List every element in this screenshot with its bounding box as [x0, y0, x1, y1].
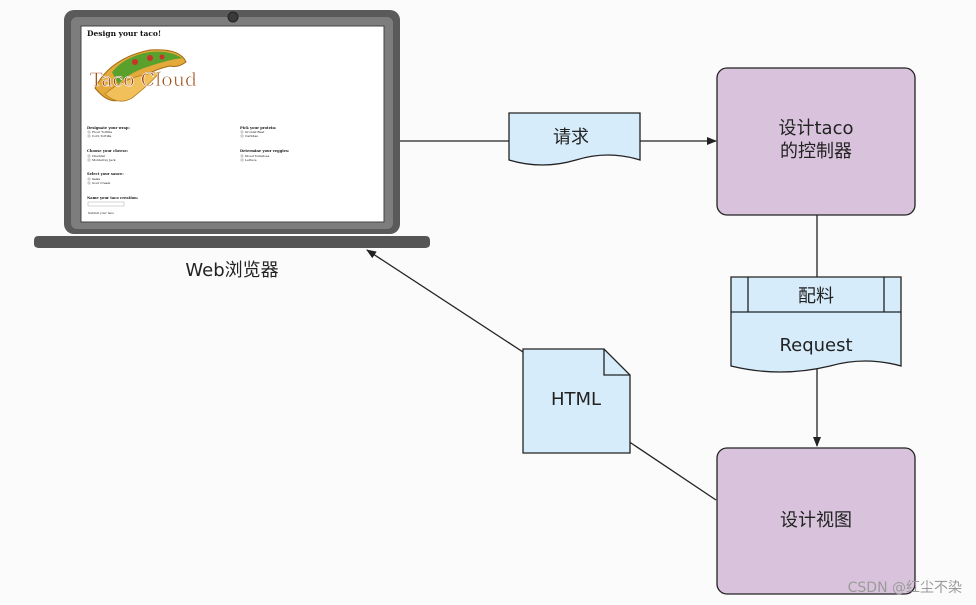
protein-checkbox[interactable] [240, 134, 244, 138]
logo-text: Taco Cloud [90, 69, 197, 91]
taco-form-page: Design your taco! Taco Cloud Designate y… [87, 29, 289, 215]
form-title: Design your taco! [87, 29, 161, 38]
wrap-option: Corn Tortilla [92, 134, 112, 138]
view-box: 设计视图 [716, 447, 916, 595]
controller-label-line2: 的控制器 [780, 141, 852, 162]
wrap-option: Flour Tortilla [92, 130, 112, 134]
html-doc-label: HTML [551, 389, 601, 410]
controller-box-shape [716, 67, 916, 216]
taco-lettuce [112, 51, 182, 84]
protein-heading: Pick your protein: [240, 126, 276, 130]
wrap-checkbox[interactable] [87, 130, 91, 134]
protein-option: Ground Beef [245, 130, 265, 134]
sauce-option: Sour Cream [92, 181, 110, 185]
taco-cloud-logo: Taco Cloud [90, 49, 197, 102]
webcam-icon [227, 11, 239, 23]
ingredients-model: 配料 Request [730, 276, 902, 373]
taco-tomato [147, 55, 153, 61]
browser-screen [80, 25, 385, 223]
html-doc-shape [522, 348, 631, 454]
view-label: 设计视图 [780, 510, 852, 531]
cheese-heading: Choose your cheese: [87, 149, 128, 153]
submit-button[interactable]: Submit your taco [88, 211, 114, 215]
laptop-base [34, 236, 430, 248]
request-doc-shape [508, 112, 641, 166]
taco-name-input[interactable] [87, 201, 125, 207]
wrap-checkbox[interactable] [87, 134, 91, 138]
sauce-checkbox[interactable] [87, 181, 91, 185]
taco-inner [104, 71, 161, 102]
request-document: 请求 [508, 112, 641, 166]
browser-label: Web浏览器 [185, 260, 278, 281]
controller-label-line1: 设计taco [779, 118, 854, 139]
html-document: HTML [522, 348, 631, 454]
watermark: CSDN @红尘不染 [847, 580, 962, 596]
connector-view-to-html [627, 440, 717, 501]
cheese-option: Cheddar [92, 154, 106, 158]
ingredients-doc-shape [730, 276, 902, 373]
taco-tomato [159, 54, 165, 60]
veggies-checkbox[interactable] [240, 158, 244, 162]
ingredients-label: 配料 [798, 286, 834, 307]
sauce-heading: Select your sauce: [87, 172, 124, 176]
laptop-browser: Design your taco! Taco Cloud Designate y… [34, 10, 430, 281]
cheese-checkbox[interactable] [87, 154, 91, 158]
sauce-option: Salsa [92, 177, 100, 181]
cheese-option: Monterrey Jack [92, 158, 116, 162]
wrap-heading: Designate your wrap: [87, 126, 130, 130]
protein-checkbox[interactable] [240, 130, 244, 134]
sauce-checkbox[interactable] [87, 177, 91, 181]
veggies-heading: Determine your veggies: [240, 149, 289, 153]
protein-option: Carnitas [245, 134, 258, 138]
request-model-label: Request [779, 335, 852, 356]
veggies-checkbox[interactable] [240, 154, 244, 158]
name-heading: Name your taco creation: [87, 196, 138, 200]
cheese-checkbox[interactable] [87, 158, 91, 162]
controller-box: 设计taco 的控制器 [716, 67, 916, 216]
arrow-html-to-browser [366, 249, 524, 353]
veggies-option: Diced Tomatoes [245, 154, 270, 158]
request-doc-label: 请求 [553, 127, 589, 148]
html-doc-fold [603, 349, 630, 376]
view-box-shape [716, 447, 916, 595]
veggies-option: Lettuce [245, 158, 257, 162]
taco-tomato [132, 59, 138, 65]
